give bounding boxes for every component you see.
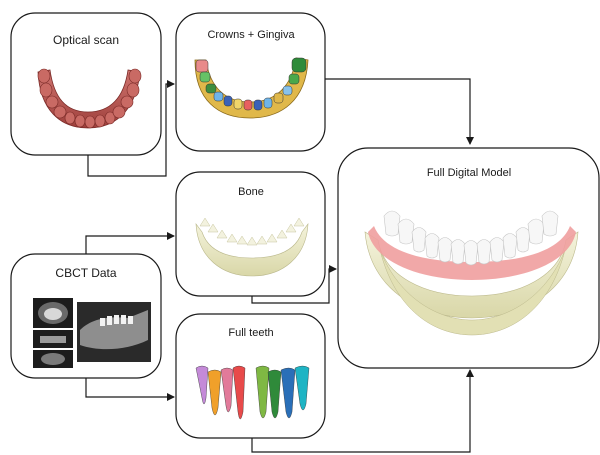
bone-box: Bone xyxy=(176,172,325,296)
optical-scan-box: Optical scan xyxy=(11,13,161,155)
cbct-box: CBCT Data xyxy=(11,254,161,378)
bone-title: Bone xyxy=(238,186,264,198)
connector-cbct-to-teeth xyxy=(86,378,174,397)
optical-scan-title: Optical scan xyxy=(53,33,119,47)
connector-crowns-to-model xyxy=(325,79,470,144)
cbct-title: CBCT Data xyxy=(55,266,116,280)
full-teeth-box: Full teeth xyxy=(176,314,325,438)
crowns-gingiva-title: Crowns + Gingiva xyxy=(207,29,295,41)
full-teeth-title: Full teeth xyxy=(228,327,273,339)
full-model-box: Full Digital Model xyxy=(338,148,599,368)
crowns-gingiva-box: Crowns + Gingiva xyxy=(176,13,325,151)
full-model-title: Full Digital Model xyxy=(427,167,511,179)
cbct-slices-image xyxy=(33,298,151,368)
connector-cbct-to-bone xyxy=(86,236,174,254)
